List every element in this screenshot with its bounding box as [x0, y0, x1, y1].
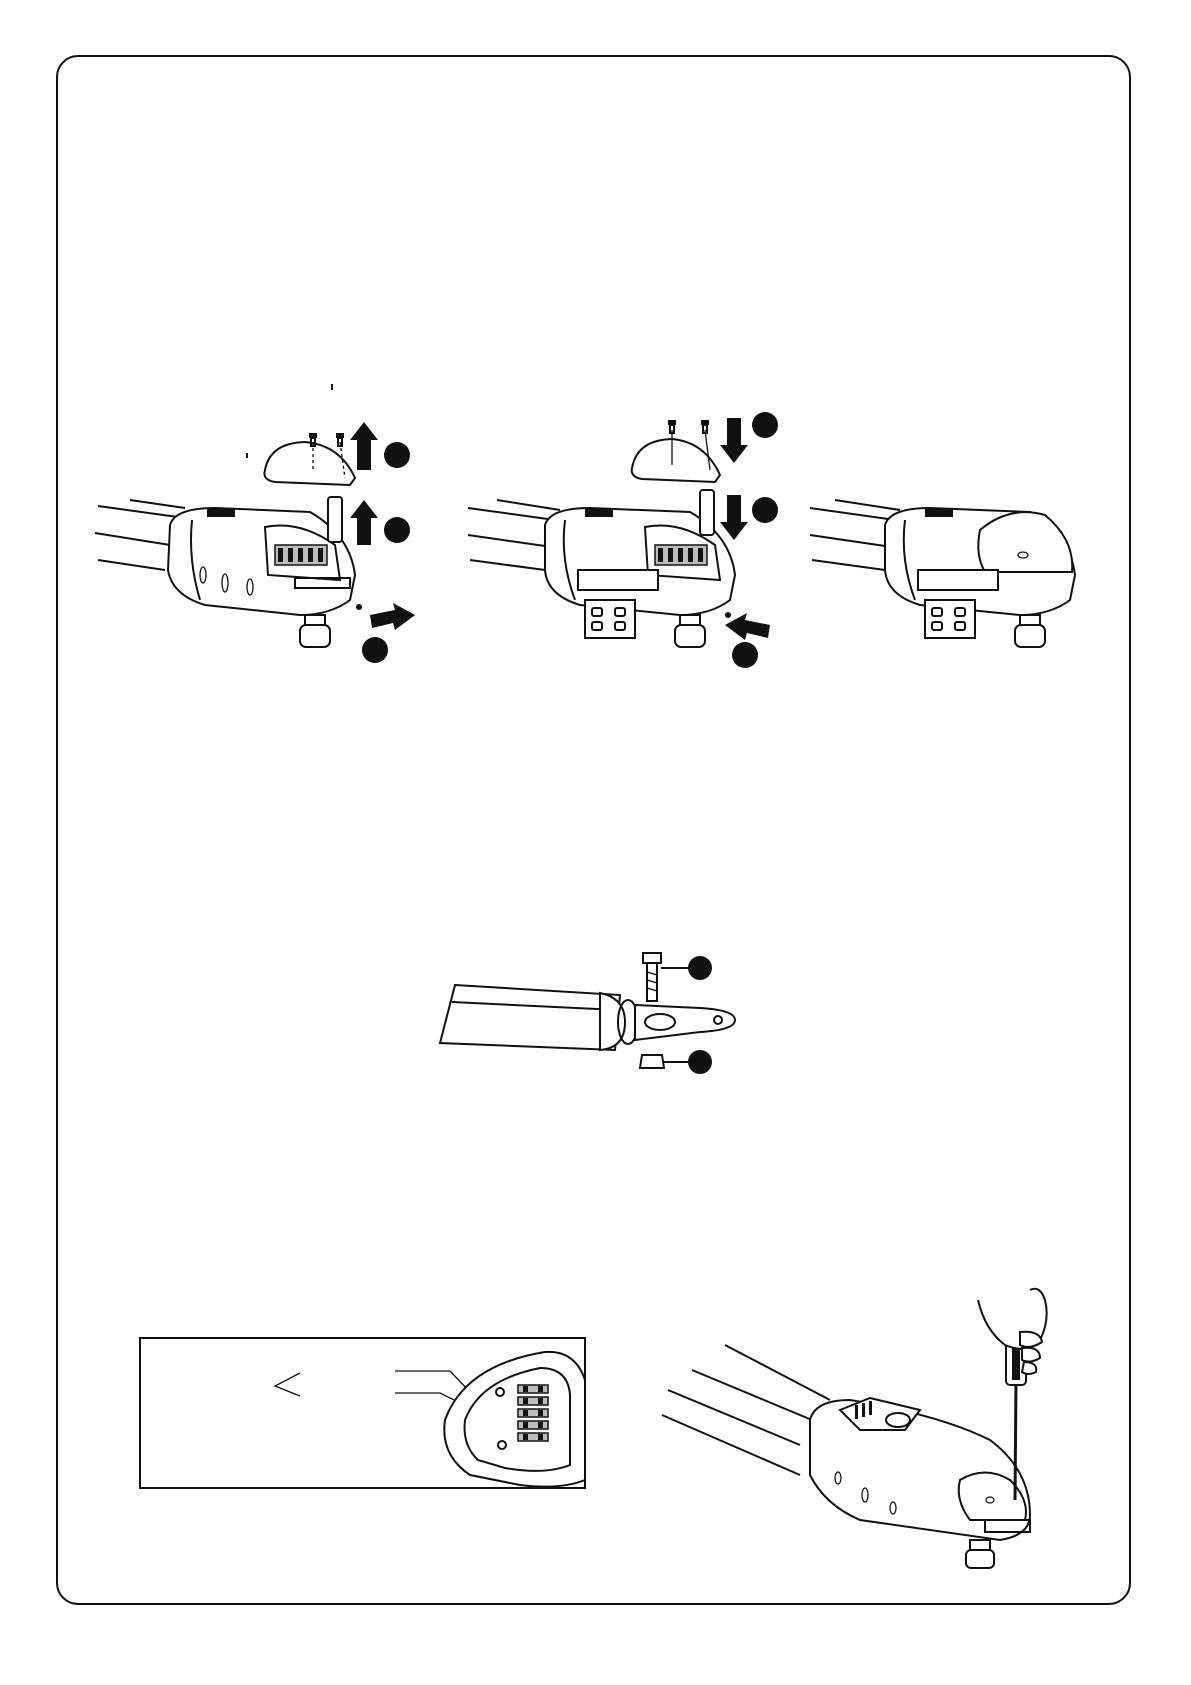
step-badge: [752, 497, 778, 523]
step-badge: [688, 1050, 712, 1074]
step-badge: [384, 517, 410, 543]
step-badge: [752, 412, 778, 438]
print-mark: [331, 384, 333, 390]
step-badge: [384, 442, 410, 468]
figure-screwdriver-adjust: [662, 1289, 1047, 1568]
figure-install-cover: [468, 412, 778, 668]
figure-remove-cover: [95, 422, 415, 663]
step-badge: [688, 956, 712, 980]
print-mark: [246, 453, 248, 458]
figure-rear-bracket: [440, 953, 735, 1074]
step-badge: [362, 637, 388, 663]
figure-cover-closed: [810, 500, 1075, 647]
figure-terminal-detail: [140, 1338, 585, 1488]
step-badge: [732, 642, 758, 668]
